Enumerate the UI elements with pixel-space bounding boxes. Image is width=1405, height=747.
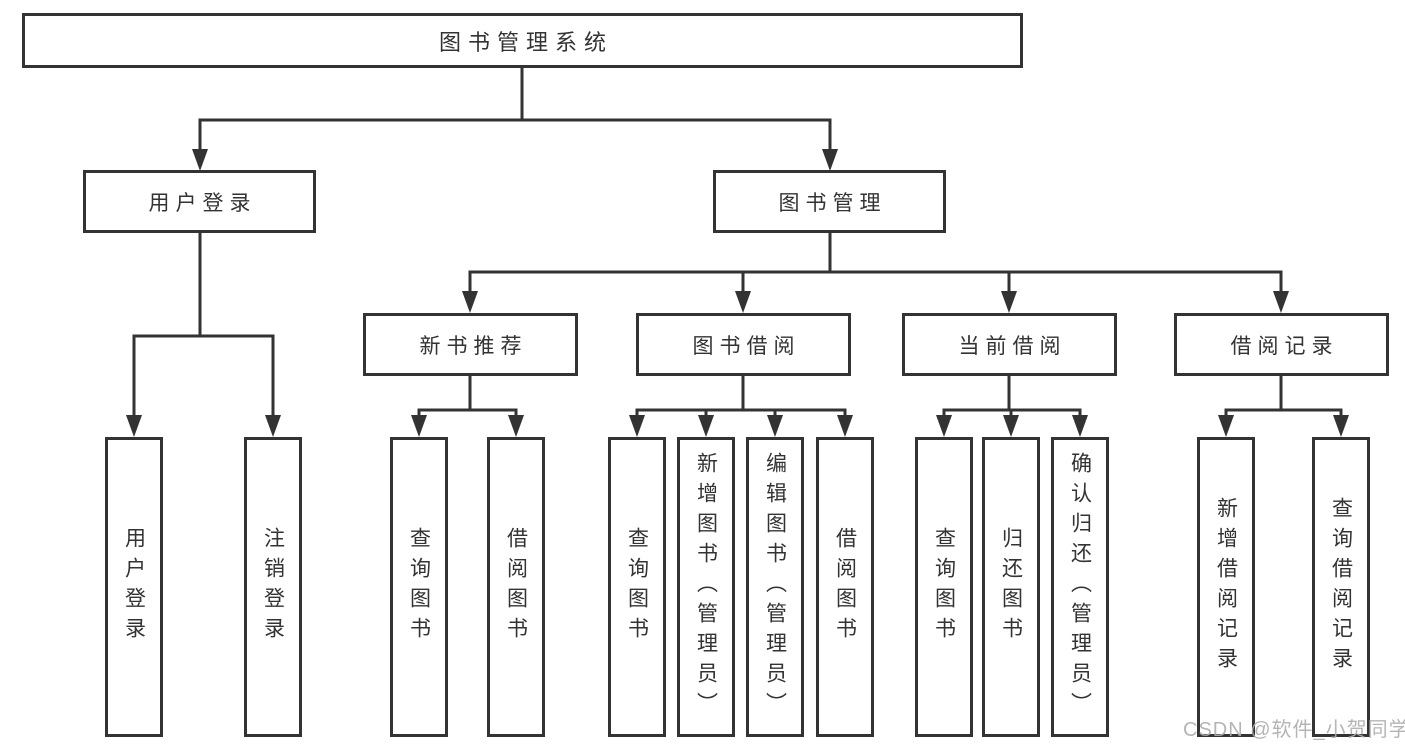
leaf-records-query-record: 查询借阅记录 <box>1312 437 1370 737</box>
leaf-user-login: 用户登录 <box>105 437 163 737</box>
node-label: 新书推荐 <box>419 334 528 358</box>
arrowhead <box>629 415 645 437</box>
arrowhead <box>1273 291 1289 313</box>
arrowhead <box>1003 415 1019 437</box>
node-label: 借阅记录 <box>1230 334 1339 358</box>
node-label: 新增图书（管理员） <box>694 452 718 722</box>
leaf-newbook-borrow-books: 借阅图书 <box>487 437 545 737</box>
arrowhead <box>936 415 952 437</box>
node-library-management-system: 图书管理系统 <box>22 13 1023 68</box>
node-label: 用户登录 <box>148 191 257 215</box>
leaf-borrow-query-books: 查询图书 <box>608 437 666 737</box>
node-label: 查询图书 <box>625 527 649 647</box>
watermark: CSDN @软件_小贺同学 <box>1183 719 1405 741</box>
leaf-records-add-record: 新增借阅记录 <box>1197 437 1255 737</box>
node-user-login: 用户登录 <box>83 170 316 233</box>
node-label: 归还图书 <box>999 527 1023 647</box>
arrowhead <box>411 415 427 437</box>
node-label: 编辑图书（管理员） <box>763 452 787 722</box>
leaf-current-query-books: 查询图书 <box>915 437 973 737</box>
arrowhead <box>462 291 478 313</box>
node-label: 查询借阅记录 <box>1329 497 1353 677</box>
node-label: 查询图书 <box>407 527 431 647</box>
node-label: 确认归还（管理员） <box>1068 452 1092 722</box>
node-label: 查询图书 <box>932 527 956 647</box>
leaf-newbook-query-books: 查询图书 <box>390 437 448 737</box>
leaf-current-confirm-return-admin: 确认归还（管理员） <box>1051 437 1109 737</box>
arrowhead <box>822 149 838 171</box>
arrowhead <box>265 415 281 437</box>
leaf-current-return-books: 归还图书 <box>982 437 1040 737</box>
node-book-borrowing: 图书借阅 <box>636 313 851 376</box>
arrowhead <box>1072 415 1088 437</box>
connector-current-borrow-children <box>942 374 1082 420</box>
node-label: 借阅图书 <box>504 527 528 647</box>
connector-book-management-children <box>468 231 1283 296</box>
node-new-book-recommendation: 新书推荐 <box>363 313 578 376</box>
connector-new-book-children <box>417 374 518 420</box>
node-borrowing-records: 借阅记录 <box>1174 313 1389 376</box>
arrowhead <box>698 415 714 437</box>
node-label: 图书管理 <box>778 191 887 215</box>
arrowhead <box>508 415 524 437</box>
node-label: 当前借阅 <box>958 334 1067 358</box>
arrowhead <box>837 415 853 437</box>
node-current-borrowing: 当前借阅 <box>902 313 1117 376</box>
node-label: 图书管理系统 <box>438 29 613 55</box>
arrowhead <box>192 149 208 171</box>
arrowhead <box>735 291 751 313</box>
node-label: 借阅图书 <box>833 527 857 647</box>
leaf-borrow-edit-books-admin: 编辑图书（管理员） <box>746 437 804 737</box>
arrowhead <box>1333 415 1349 437</box>
arrowhead <box>126 415 142 437</box>
node-label: 用户登录 <box>122 527 146 647</box>
node-book-management: 图书管理 <box>713 170 946 233</box>
leaf-logout: 注销登录 <box>244 437 302 737</box>
connector-borrow-records-children <box>1224 374 1343 420</box>
connector-root-to-level2 <box>198 66 832 154</box>
connector-book-borrow-children <box>635 374 847 420</box>
arrowhead <box>767 415 783 437</box>
node-label: 图书借阅 <box>692 334 801 358</box>
arrowhead <box>1218 415 1234 437</box>
leaf-borrow-add-books-admin: 新增图书（管理员） <box>677 437 735 737</box>
connector-user-login-children <box>132 231 275 420</box>
node-label: 新增借阅记录 <box>1214 497 1238 677</box>
node-label: 注销登录 <box>261 527 285 647</box>
arrowhead <box>1001 291 1017 313</box>
leaf-borrow-borrow-books: 借阅图书 <box>816 437 874 737</box>
